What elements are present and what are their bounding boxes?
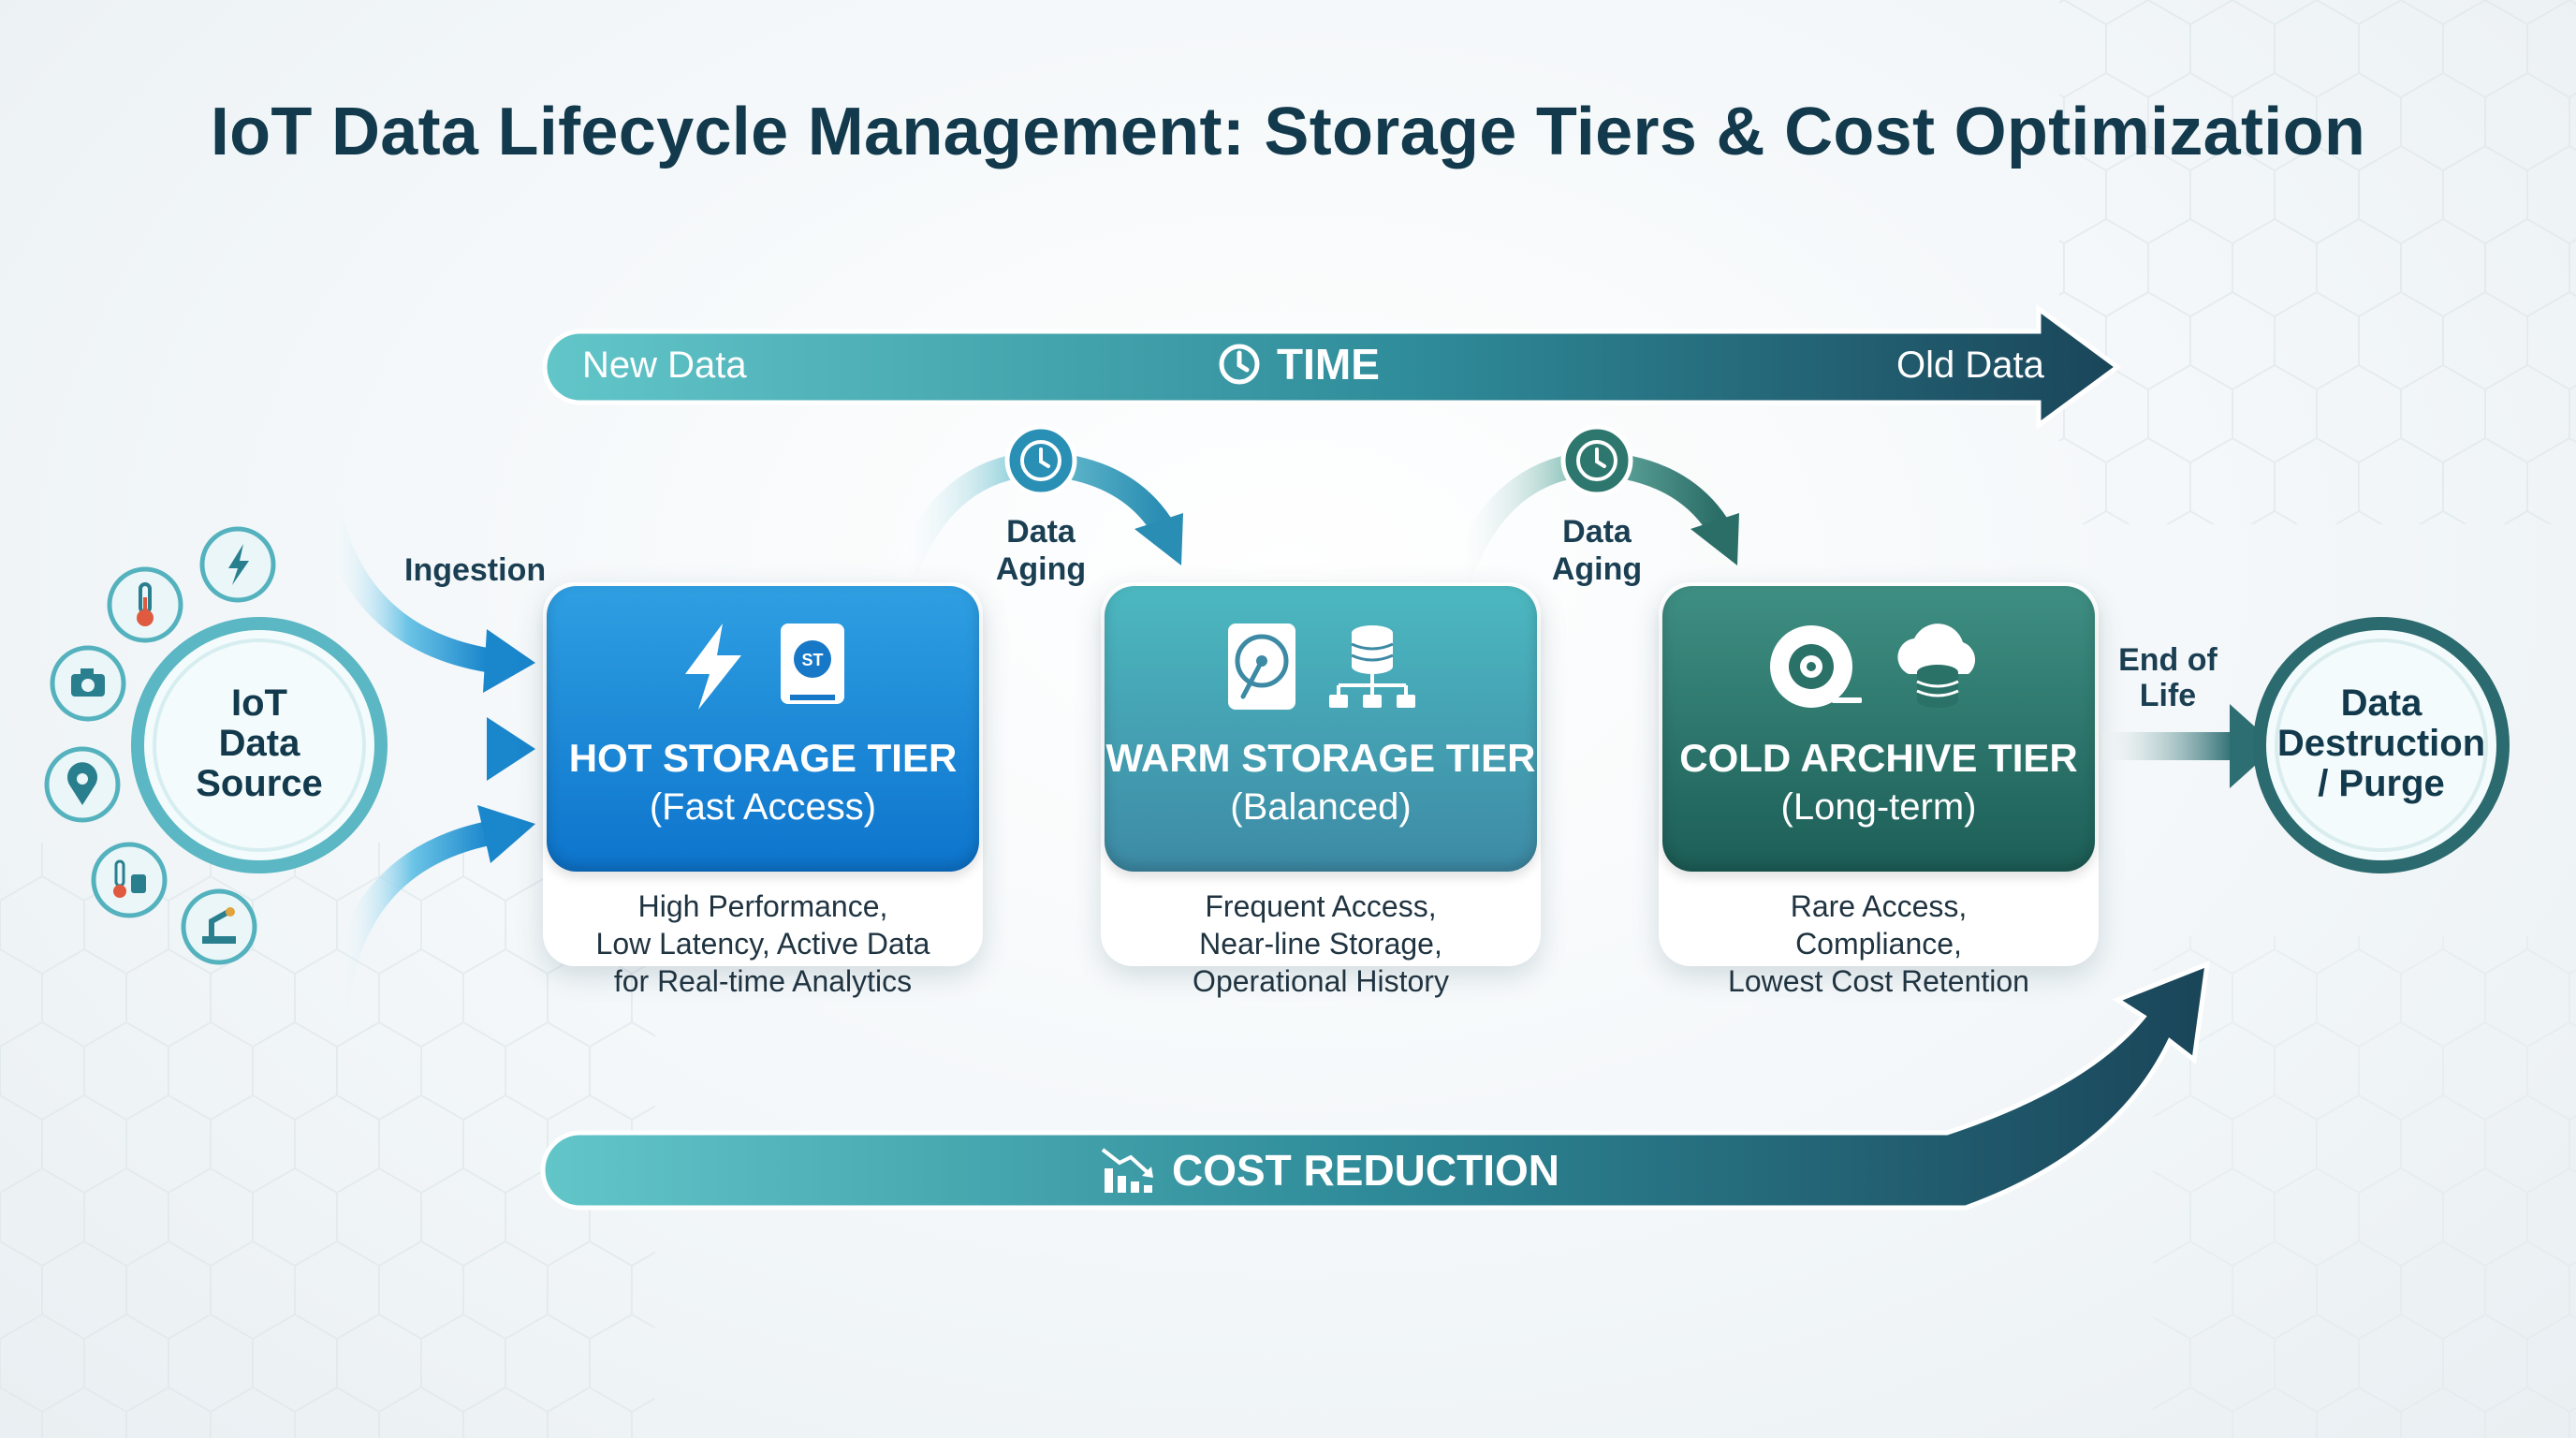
- hot-tier-subtitle: (Fast Access): [649, 786, 877, 828]
- hot-tier-description: High Performance, Low Latency, Active Da…: [595, 889, 930, 998]
- aging-clock-icon-1: [1004, 424, 1077, 497]
- time-label: TIME: [1277, 340, 1380, 389]
- tape-reel-icon: [1770, 625, 1862, 708]
- lightning-icon: [685, 624, 741, 710]
- time-center: TIME: [1217, 339, 1380, 389]
- cold-tier-subtitle: (Long-term): [1780, 786, 1977, 828]
- cost-reduction-arrow-bar: [540, 961, 2211, 1211]
- warm-tier-name: WARM STORAGE TIER: [1105, 736, 1536, 780]
- time-end-label: Old Data: [1896, 345, 2044, 386]
- hot-tier-header: ST HOT STORAGE TIER (Fast Access): [547, 586, 979, 872]
- sensor-bubbles: [44, 526, 276, 965]
- ingestion-arrows: [315, 493, 535, 1014]
- hex-pattern-bottom-right: [2153, 936, 2576, 1438]
- aging-clock-icon-2: [1560, 424, 1633, 497]
- time-arrow-bar: [542, 304, 2122, 430]
- cold-tier-header: COLD ARCHIVE TIER (Long-term): [1662, 586, 2095, 872]
- cost-label: COST REDUCTION: [1172, 1146, 1559, 1195]
- database-network-icon: [1329, 625, 1415, 708]
- warm-tier-header: WARM STORAGE TIER (Balanced): [1105, 586, 1537, 872]
- warm-tier-subtitle: (Balanced): [1230, 786, 1412, 828]
- hot-tier-card[interactable]: ST HOT STORAGE TIER (Fast Access) High P…: [543, 582, 983, 998]
- hex-pattern-top-right: [2059, 0, 2576, 524]
- warm-tier-card[interactable]: WARM STORAGE TIER (Balanced) Frequent Ac…: [1101, 582, 1541, 998]
- location-pin-icon: [67, 762, 97, 805]
- hard-drive-icon: [1228, 624, 1295, 710]
- declining-chart-icon: [1101, 1148, 1153, 1193]
- iot-source-circle: [131, 617, 388, 873]
- temperature-sensor-icon: [113, 859, 146, 898]
- hot-tier-name: HOT STORAGE TIER: [568, 736, 958, 780]
- destruction-circle: [2253, 617, 2510, 873]
- lightning-icon: [228, 544, 249, 585]
- clock-icon: [1219, 344, 1260, 385]
- cloud-database-icon: [1897, 624, 1976, 708]
- warm-tier-description: Frequent Access, Near-line Storage, Oper…: [1193, 889, 1449, 998]
- ssd-icon: ST: [781, 624, 844, 704]
- thermometer-icon: [137, 582, 154, 626]
- end-of-life-arrow: [2102, 704, 2276, 788]
- time-start-label: New Data: [582, 345, 747, 386]
- robot-arm-icon: [202, 907, 236, 944]
- cold-tier-name: COLD ARCHIVE TIER: [1679, 736, 2078, 780]
- cold-tier-description: Rare Access, Compliance, Lowest Cost Ret…: [1728, 889, 2029, 998]
- cold-tier-card[interactable]: COLD ARCHIVE TIER (Long-term) Rare Acces…: [1659, 582, 2099, 998]
- cost-center: COST REDUCTION: [1099, 1144, 1559, 1196]
- svg-text:ST: ST: [801, 651, 823, 669]
- page-title: IoT Data Lifecycle Management: Storage T…: [210, 95, 2366, 169]
- ingestion-label: Ingestion: [404, 552, 547, 588]
- camera-icon: [71, 668, 105, 697]
